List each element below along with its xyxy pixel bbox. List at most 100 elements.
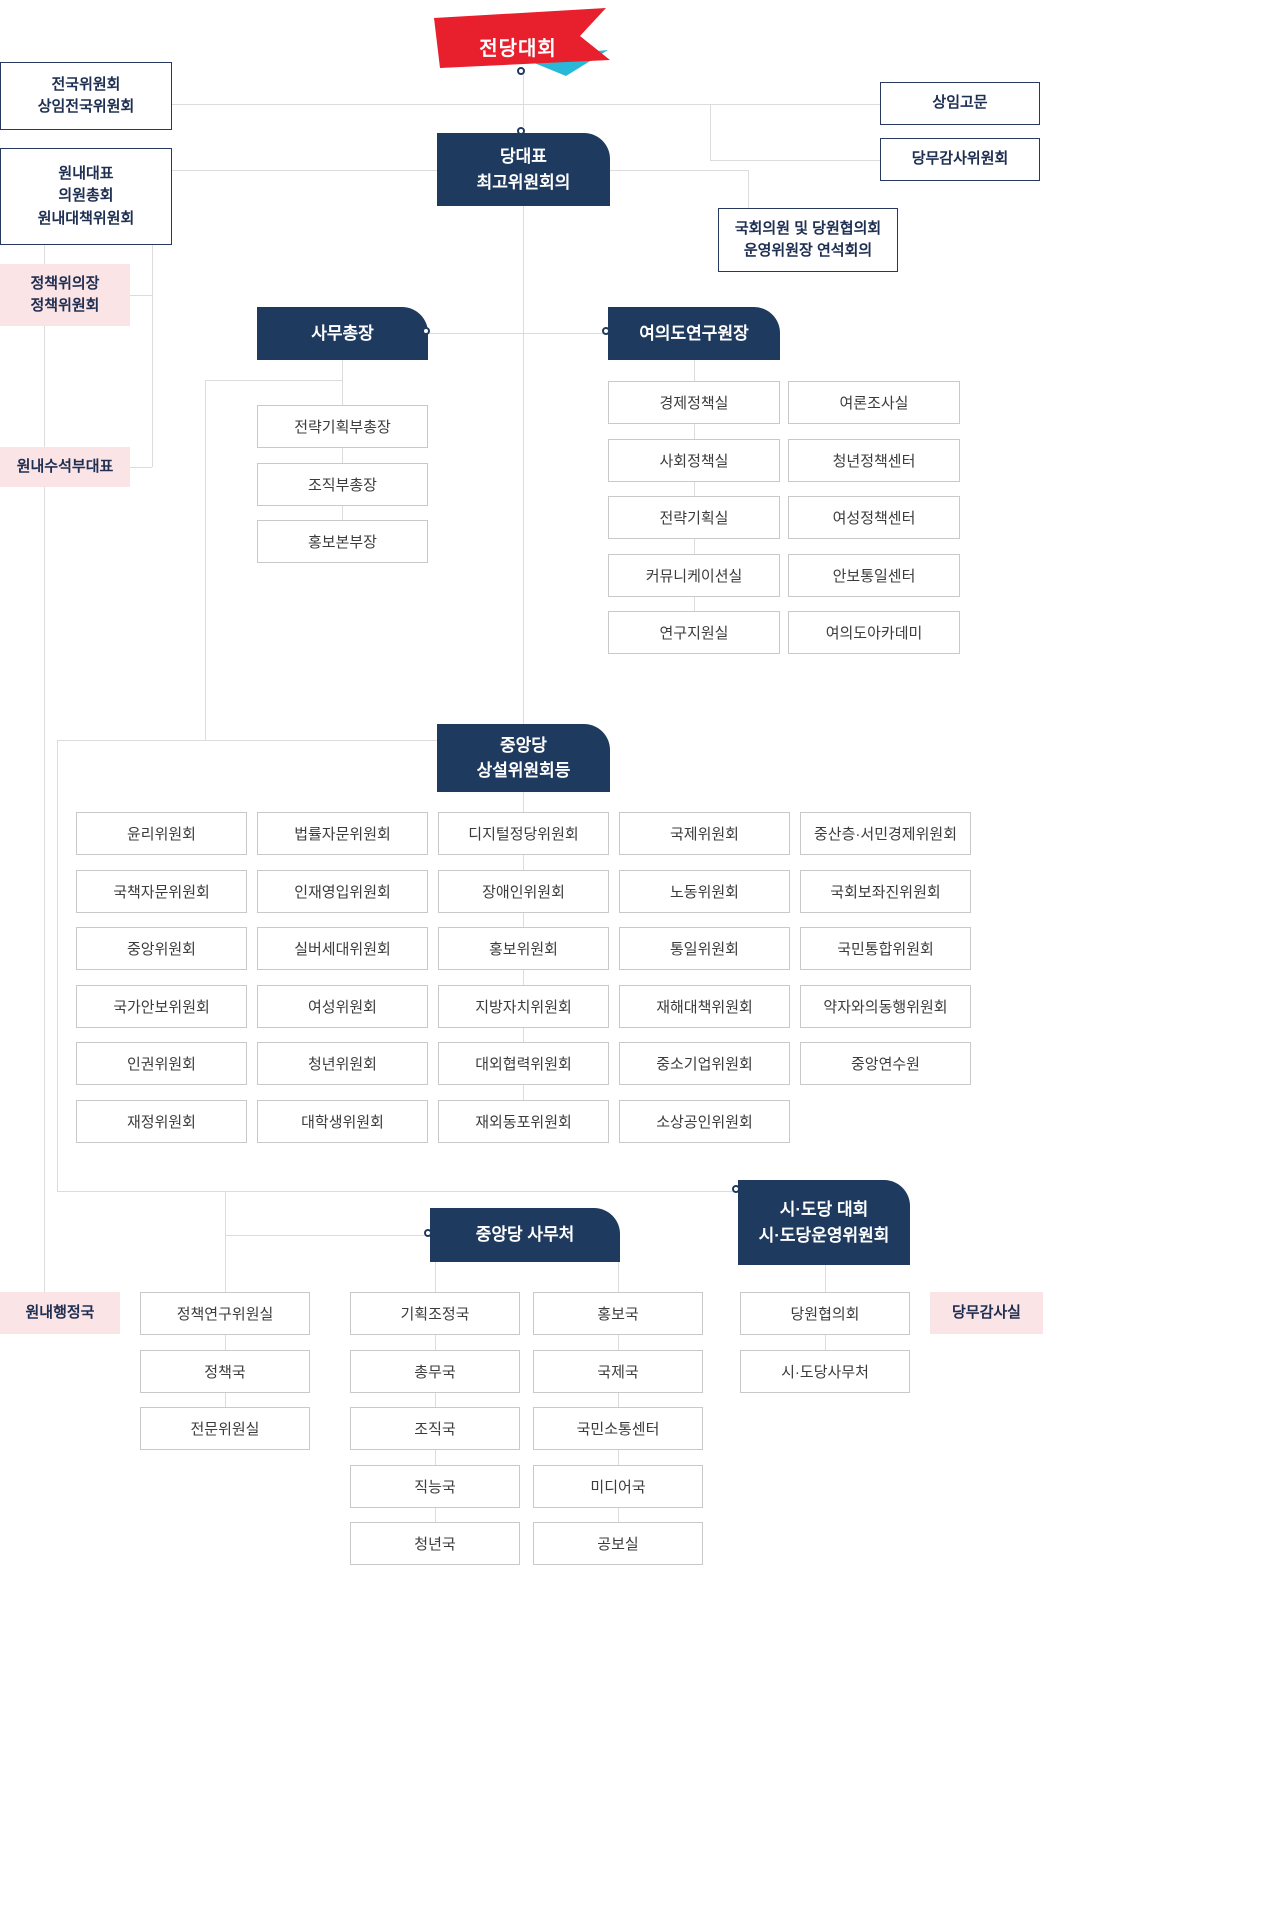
senior-advisors-box: 상임고문: [880, 82, 1040, 125]
committee-box: 지방자치위원회: [438, 984, 609, 1028]
ribbon-shape-icon: [434, 8, 610, 76]
committee-box: 재정위원회: [76, 1099, 247, 1143]
committee-box: 중산층·서민경제위원회: [800, 812, 971, 855]
dept-box: 전략기획부총장: [257, 405, 428, 448]
committee-box: 국제위원회: [619, 812, 790, 855]
committee-box: 소상공인위원회: [619, 1099, 790, 1143]
connector-line: [205, 380, 206, 740]
floor-admin-box: 원내행정국: [0, 1292, 120, 1334]
joint-council-box: 국회의원 및 당원협의회 운영위원장 연석회의: [718, 208, 898, 272]
committee-box: 윤리위원회: [76, 812, 247, 855]
dept-box: 사회정책실: [608, 438, 780, 482]
institute-col-2: 여론조사실 청년정책센터 여성정책센터 안보통일센터 여의도아카데미: [788, 381, 960, 654]
org-label: 상임고문: [932, 94, 988, 112]
committee-box: 통일위원회: [619, 927, 790, 970]
org-label: 국회의원 및 당원협의회: [734, 219, 882, 237]
national-committee-box: 전국위원회 상임전국위원회: [0, 62, 172, 130]
standing-committees-box: 중앙당 상설위원회등: [437, 724, 610, 792]
org-label: 원내대책위원회: [37, 209, 135, 227]
org-label: 사무총장: [311, 323, 374, 343]
sido-children-col: 당원협의회 시·도당사무처: [740, 1292, 910, 1393]
connector-dot: [424, 1229, 432, 1237]
connector-dot: [517, 127, 525, 135]
party-leader-box: 당대표 최고위원회의: [437, 133, 610, 206]
dept-box: 조직부총장: [257, 462, 428, 506]
committee-box: 법률자문위원회: [257, 812, 428, 855]
dept-box: 기획조정국: [350, 1292, 520, 1335]
dept-box: 총무국: [350, 1349, 520, 1393]
committee-box: 재해대책위원회: [619, 984, 790, 1028]
standing-committees-grid: 윤리위원회 법률자문위원회 디지털정당위원회 국제위원회 중산층·서민경제위원회…: [76, 812, 971, 1143]
dept-box: 국제국: [533, 1349, 703, 1393]
connector-line: [152, 245, 153, 467]
dept-box: 여론조사실: [788, 381, 960, 424]
connector-line: [225, 1235, 430, 1236]
dept-box: 조직국: [350, 1407, 520, 1450]
committee-box: 국책자문위원회: [76, 869, 247, 913]
committee-box: 중앙연수원: [800, 1042, 971, 1085]
connector-line: [710, 160, 880, 161]
dept-box: 연구지원실: [608, 611, 780, 654]
committee-box: 인재영입위원회: [257, 869, 428, 913]
org-label: 시·도당운영위원회: [758, 1225, 890, 1245]
connector-line: [130, 295, 152, 296]
connector-line: [205, 380, 342, 381]
org-label: 여의도연구원장: [639, 323, 749, 343]
org-label: 운영위원장 연석회의: [743, 242, 873, 259]
yeouido-institute-box: 여의도연구원장: [608, 307, 780, 360]
institute-col-1: 경제정책실 사회정책실 전략기획실 커뮤니케이션실 연구지원실: [608, 381, 780, 654]
office-col-1: 정책연구위원실 정책국 전문위원실: [140, 1292, 310, 1450]
committee-box: 인권위원회: [76, 1042, 247, 1085]
committee-box: 노동위원회: [619, 869, 790, 913]
dept-box: 청년국: [350, 1522, 520, 1565]
committee-box: 국민통합위원회: [800, 927, 971, 970]
org-label: 의원총회: [58, 187, 114, 205]
dept-box: 안보통일센터: [788, 553, 960, 597]
connector-dot: [602, 327, 610, 335]
org-label: 상임전국위원회: [37, 98, 135, 115]
connector-line: [57, 1191, 738, 1192]
secretary-general-box: 사무총장: [257, 307, 428, 360]
org-label: 정책위의장: [30, 274, 100, 292]
committee-box: 디지털정당위원회: [438, 812, 609, 855]
org-label: 시·도당 대회: [779, 1200, 869, 1219]
secretary-general-children: 전략기획부총장 조직부총장 홍보본부장: [257, 405, 428, 563]
connector-dot: [422, 327, 430, 335]
connector-line: [44, 245, 45, 1292]
floor-leader-box: 원내대표 의원총회 원내대책위원회: [0, 148, 172, 245]
org-label: 중앙당 사무처: [475, 1225, 575, 1245]
dept-box: 미디어국: [533, 1464, 703, 1508]
connector-dot: [517, 67, 525, 75]
connector-line: [748, 170, 749, 208]
org-label: 중앙당: [500, 735, 547, 755]
committee-box: 국회보좌진위원회: [800, 869, 971, 913]
connector-line: [57, 740, 437, 741]
dept-box: 여성정책센터: [788, 496, 960, 539]
committee-box: 재외동포위원회: [438, 1099, 609, 1143]
committee-box: 실버세대위원회: [257, 927, 428, 970]
committee-box: 홍보위원회: [438, 927, 609, 970]
dept-box: 공보실: [533, 1522, 703, 1565]
office-col-2: 기획조정국 총무국 조직국 직능국 청년국: [350, 1292, 520, 1565]
dept-box: 국민소통센터: [533, 1407, 703, 1450]
committee-box: 중소기업위원회: [619, 1042, 790, 1085]
connector-line: [428, 333, 608, 334]
dept-box: 홍보국: [533, 1292, 703, 1335]
dept-box: 시·도당사무처: [740, 1349, 910, 1393]
committee-box: 대학생위원회: [257, 1099, 428, 1143]
dept-box: 전략기획실: [608, 496, 780, 539]
org-label: 당대표: [500, 147, 547, 166]
org-label: 최고위원회의: [476, 172, 571, 192]
committee-box: 국가안보위원회: [76, 984, 247, 1028]
connector-line: [523, 206, 524, 724]
audit-office-box: 당무감사실: [930, 1292, 1043, 1334]
dept-box: 정책연구위원실: [140, 1292, 310, 1335]
dept-box: 홍보본부장: [257, 520, 428, 563]
party-convention-label: 전당대회: [479, 38, 557, 60]
dept-box: 직능국: [350, 1464, 520, 1508]
sido-party-box: 시·도당 대회 시·도당운영위원회: [738, 1180, 910, 1265]
connector-line: [172, 104, 880, 105]
org-label: 원내행정국: [25, 1303, 95, 1321]
connector-line: [694, 360, 695, 611]
